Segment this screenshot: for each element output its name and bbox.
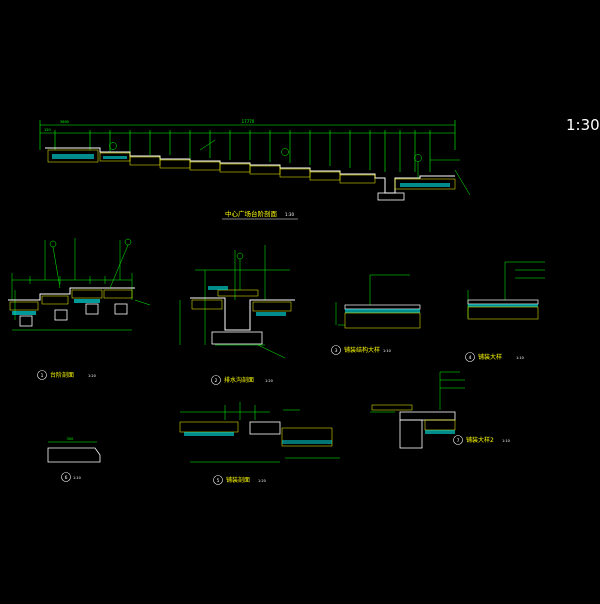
detail-1-profile — [8, 287, 135, 301]
detail-1-fill — [12, 299, 100, 315]
stair-slab-hatch — [47, 149, 456, 190]
detail-7-slab-top — [371, 404, 413, 411]
detail-3-number: 3 — [335, 348, 338, 354]
detail-1-scale: 1:20 — [88, 374, 96, 378]
detail-6-edge-stone: 300 6 1:10 — [47, 437, 101, 482]
detail-1-footings — [19, 303, 128, 327]
detail-4-paving-detail: 4 铺装大样 1:10 — [465, 261, 545, 362]
detail-4-base — [467, 306, 539, 320]
detail-7-fill — [425, 430, 455, 434]
detail-7-riser — [399, 419, 423, 449]
detail-2-footing — [211, 331, 263, 345]
detail-6-width-dim: 300 — [67, 437, 74, 441]
detail-7-step — [399, 411, 456, 421]
detail-7-title-group: 7 铺装大样2 1:10 — [453, 435, 510, 445]
detail-2-dims — [179, 245, 290, 346]
detail-5-scale: 1:20 — [258, 479, 266, 483]
main-stair-section: 17770 150 3690 — [39, 119, 471, 220]
detail-3-paving-detail: 3 铺装结构大样 1:10 — [331, 274, 421, 355]
detail-3-scale: 1:10 — [383, 349, 391, 353]
detail-1-leaders — [49, 238, 151, 306]
main-overall-dim: 17770 — [242, 119, 255, 124]
detail-5-fill-right — [282, 440, 332, 444]
main-dimension-chain — [39, 120, 456, 172]
detail-5-curb — [249, 421, 281, 435]
detail-3-title: 铺装结构大样 — [344, 346, 380, 354]
detail-3-bedding — [345, 309, 420, 313]
detail-4-bedding — [468, 304, 538, 307]
detail-2-title: 排水沟剖面 — [224, 376, 254, 384]
detail-2-number: 2 — [215, 378, 218, 384]
stair-gravel-fill — [52, 154, 450, 187]
detail-6-number: 6 — [65, 475, 68, 481]
detail-5-title: 铺装剖面 — [226, 476, 250, 484]
detail-2-hatch — [191, 289, 292, 312]
main-mid-dim: 3690 — [60, 120, 69, 124]
detail-3-surface — [344, 304, 421, 310]
sheet-scale-label: 1:30 — [566, 116, 600, 134]
main-start-dim: 150 — [44, 128, 51, 132]
detail-2-drain-section: 2 排水沟剖面 1:20 — [179, 245, 295, 385]
detail-5-fill — [184, 432, 234, 436]
drain-footing — [377, 192, 405, 201]
detail-4-leaders — [467, 261, 545, 318]
detail-5-title-group: 5 铺装剖面 1:20 — [213, 475, 266, 485]
detail-4-number: 4 — [469, 355, 472, 361]
detail-4-scale: 1:10 — [516, 356, 524, 360]
detail-4-surface — [467, 299, 539, 305]
detail-2-fill — [208, 286, 286, 316]
detail-1-title-group: 1 台阶剖面 1:20 — [37, 370, 96, 380]
detail-7-number: 7 — [457, 438, 460, 444]
detail-2-scale: 1:20 — [265, 379, 273, 383]
detail-6-scale: 1:10 — [73, 476, 81, 480]
detail-5-slab-left — [179, 421, 239, 433]
detail-6-stone-profile — [47, 447, 101, 463]
detail-7-paving-detail: 7 铺装大样2 1:10 — [370, 371, 510, 449]
detail-7-scale: 1:10 — [502, 439, 510, 443]
main-section-scale: 1:30 — [285, 212, 294, 217]
detail-7-base — [424, 419, 456, 431]
detail-6-title-group: 6 1:10 — [61, 472, 81, 482]
detail-3-title-group: 3 铺装结构大样 1:10 — [331, 345, 391, 355]
detail-7-leaders — [370, 371, 465, 413]
detail-1-title: 台阶剖面 — [50, 371, 74, 379]
detail-2-leaders — [236, 252, 286, 359]
detail-3-leaders — [335, 274, 410, 326]
detail-5-dims — [180, 402, 340, 463]
detail-1-stair-section: 1 台阶剖面 1:20 — [8, 238, 151, 380]
detail-3-base — [344, 312, 421, 329]
main-section-title: 中心广场台阶剖面 — [225, 209, 278, 218]
detail-2-title-group: 2 排水沟剖面 1:20 — [211, 375, 273, 385]
detail-5-number: 5 — [217, 478, 220, 484]
detail-5-slab-right — [281, 427, 333, 447]
main-callouts — [109, 139, 471, 196]
detail-1-number: 1 — [41, 373, 44, 379]
detail-1-hatch — [9, 289, 133, 311]
detail-4-title-group: 4 铺装大样 1:10 — [465, 352, 524, 362]
detail-2-profile — [190, 297, 295, 331]
detail-5-paving-section: 5 铺装剖面 1:20 — [179, 402, 340, 485]
detail-4-title: 铺装大样 — [478, 353, 502, 361]
detail-7-title: 铺装大样2 — [466, 436, 494, 444]
